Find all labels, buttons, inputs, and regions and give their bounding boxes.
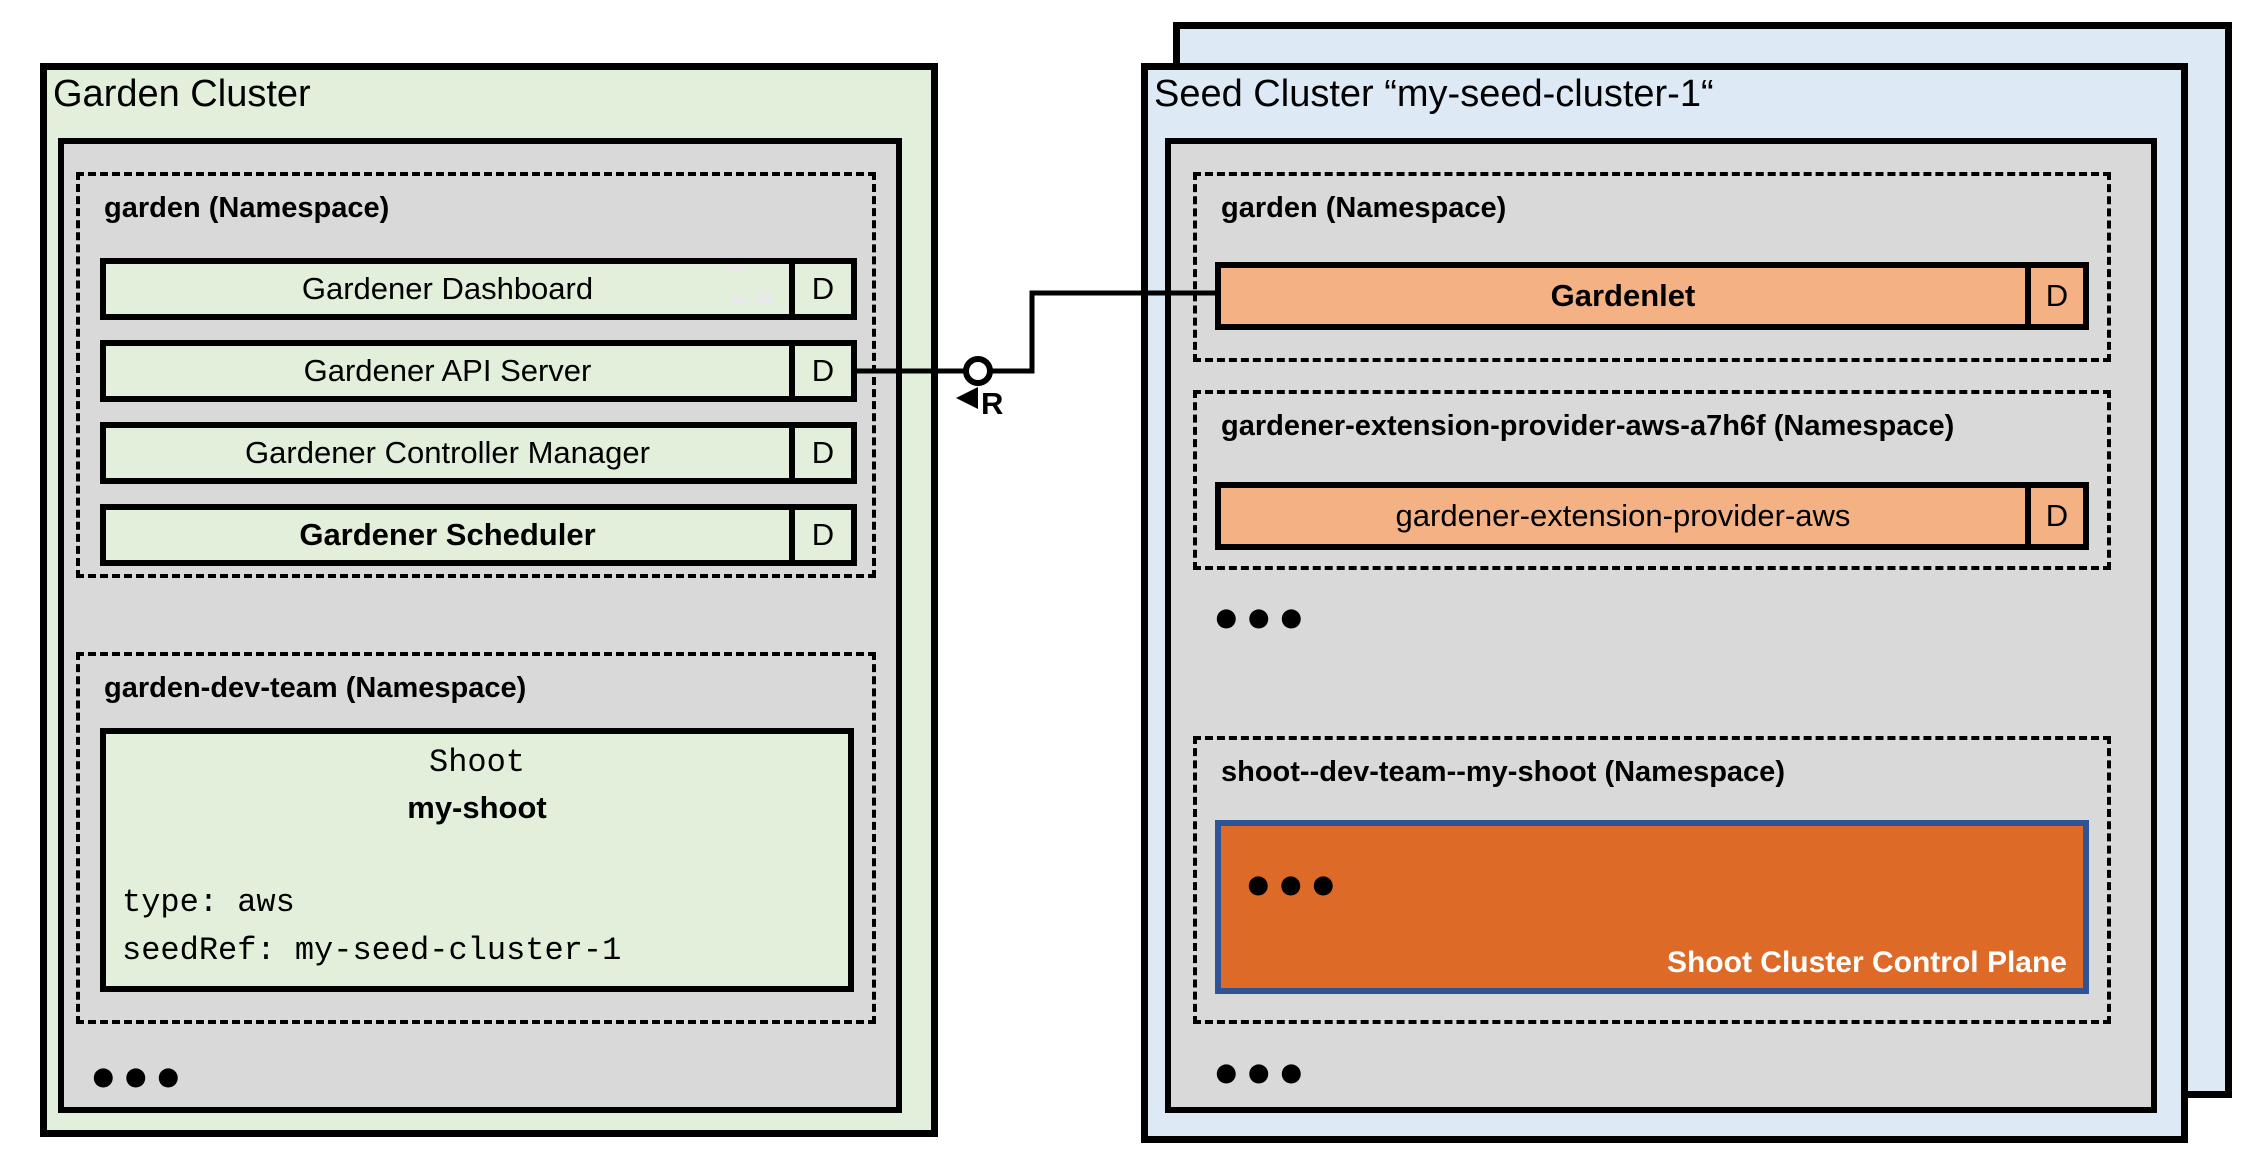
- deployment-badge: D: [2025, 488, 2083, 544]
- interface-lollipop-icon: [963, 356, 993, 386]
- namespace-shoot-dev-team-my-shoot-label: shoot--dev-team--my-shoot (Namespace): [1221, 756, 1785, 788]
- shoot-spec-type: type: aws: [122, 884, 295, 921]
- component-gardener-extension-provider-aws: gardener-extension-provider-aws D: [1215, 482, 2089, 550]
- more-components-indicator: •••: [1241, 856, 1341, 919]
- component-label: Gardener Dashboard: [301, 271, 594, 306]
- namespace-shoot-dev-team-my-shoot: shoot--dev-team--my-shoot (Namespace) ••…: [1193, 736, 2111, 1024]
- ghost-artifact: [728, 266, 746, 272]
- garden-cluster-panel: garden (Namespace) Gardener Dashboard D …: [58, 138, 902, 1113]
- component-label: Gardener Controller Manager: [245, 435, 650, 470]
- seed-cluster-title: Seed Cluster “my-seed-cluster-1“: [1154, 73, 1714, 115]
- namespace-garden-dev-team-label: garden-dev-team (Namespace): [104, 672, 527, 704]
- more-namespaces-indicator: •••: [86, 1048, 186, 1111]
- left-arrow-icon: [956, 387, 978, 409]
- shoot-cluster-control-plane-box: ••• Shoot Cluster Control Plane: [1215, 820, 2089, 994]
- component-label: Gardenlet: [1550, 278, 1696, 313]
- deployment-badge: D: [2025, 268, 2083, 324]
- seed-cluster-panel: garden (Namespace) Gardenlet D gardener-…: [1165, 138, 2157, 1113]
- shoot-resource-box: Shoot my-shoot type: aws seedRef: my-see…: [100, 728, 854, 992]
- component-gardenlet: Gardenlet D: [1215, 262, 2089, 330]
- component-label: Gardener API Server: [303, 353, 592, 388]
- deployment-badge: D: [789, 428, 851, 478]
- ghost-artifact: [731, 298, 747, 303]
- shoot-resource-kind: Shoot: [428, 744, 525, 781]
- namespace-garden-dev-team: garden-dev-team (Namespace) Shoot my-sho…: [76, 652, 876, 1024]
- namespace-garden-left-label: garden (Namespace): [104, 192, 390, 224]
- more-namespaces-indicator: •••: [1209, 1044, 1309, 1107]
- component-gardener-api-server: Gardener API Server D: [100, 340, 857, 402]
- component-gardener-scheduler: Gardener Scheduler D: [100, 504, 857, 566]
- ghost-artifact: [756, 291, 771, 296]
- seed-cluster-box: Seed Cluster “my-seed-cluster-1“ garden …: [1141, 63, 2188, 1143]
- shoot-spec-seedref: seedRef: my-seed-cluster-1: [122, 932, 622, 969]
- namespace-garden-left: garden (Namespace) Gardener Dashboard D …: [76, 172, 876, 578]
- more-namespaces-indicator: •••: [1209, 589, 1309, 652]
- shoot-resource-name: my-shoot: [407, 790, 547, 825]
- connector-r-marker: R: [981, 386, 1003, 421]
- component-label: gardener-extension-provider-aws: [1395, 498, 1851, 533]
- deployment-badge: D: [789, 510, 851, 560]
- ghost-artifact: [756, 298, 773, 303]
- garden-cluster-box: Garden Cluster garden (Namespace) Garden…: [40, 63, 938, 1137]
- component-gardener-controller-manager: Gardener Controller Manager D: [100, 422, 857, 484]
- component-label: Gardener Scheduler: [299, 517, 596, 552]
- control-plane-caption: Shoot Cluster Control Plane: [1666, 946, 2067, 979]
- garden-cluster-title: Garden Cluster: [53, 73, 311, 115]
- namespace-garden-seed-label: garden (Namespace): [1221, 192, 1507, 224]
- namespace-garden-seed: garden (Namespace) Gardenlet D: [1193, 172, 2111, 362]
- namespace-extension-provider-aws-label: gardener-extension-provider-aws-a7h6f (N…: [1221, 410, 1955, 442]
- deployment-badge: D: [789, 346, 851, 396]
- namespace-extension-provider-aws: gardener-extension-provider-aws-a7h6f (N…: [1193, 390, 2111, 570]
- deployment-badge: D: [789, 264, 851, 314]
